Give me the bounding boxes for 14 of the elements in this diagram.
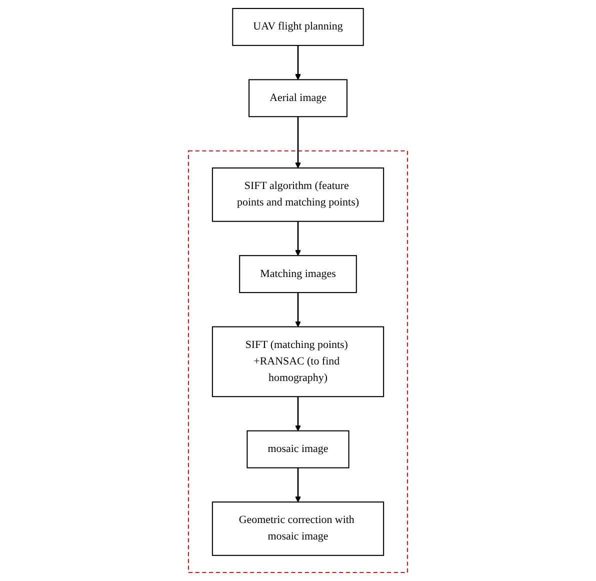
node-box: Aerial image [248, 79, 348, 118]
node-box: mosaic image [246, 430, 350, 468]
arrow [295, 116, 301, 168]
arrow [295, 221, 301, 256]
arrow [295, 292, 301, 328]
node-box: Matching images [239, 255, 357, 294]
cluster [188, 150, 408, 574]
node-box: SIFT algorithm (feature points and matching points) [212, 167, 384, 222]
node-box: SIFT (matching points) +RANSAC (to find homography) [212, 326, 384, 398]
node-box: UAV flight planning [232, 8, 364, 46]
arrow [295, 468, 301, 502]
node-box: Geometric correction with mosaic image [212, 502, 384, 556]
arrow [295, 396, 301, 432]
arrow [295, 45, 301, 80]
